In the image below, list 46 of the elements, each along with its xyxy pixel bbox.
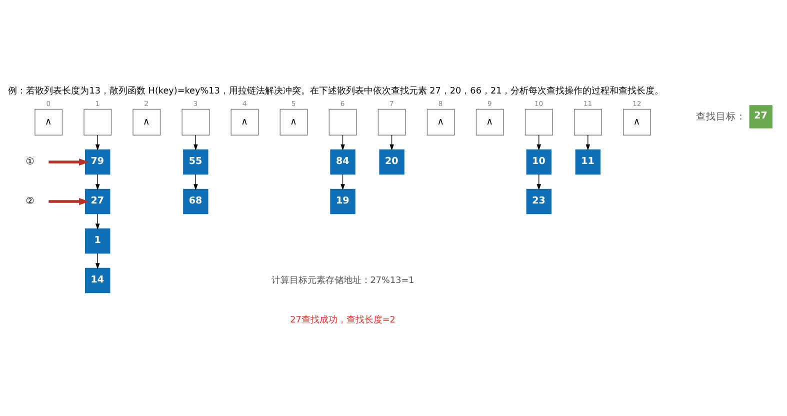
node-box: 23 bbox=[526, 188, 552, 214]
arrow bbox=[194, 174, 198, 190]
arrow bbox=[95, 174, 100, 190]
node-box: 79 bbox=[85, 149, 110, 175]
arrow bbox=[95, 134, 100, 151]
node-box bbox=[378, 108, 406, 136]
arrow bbox=[340, 134, 345, 151]
node-box: 55 bbox=[183, 149, 208, 175]
arrow bbox=[95, 253, 100, 270]
node-box: 11 bbox=[575, 149, 601, 175]
node-box: ∧ bbox=[230, 108, 259, 136]
node-box: 84 bbox=[330, 149, 356, 175]
node-box: 19 bbox=[330, 188, 356, 214]
arrow bbox=[194, 134, 198, 151]
node-box: ∧ bbox=[132, 108, 161, 136]
node-box: 14 bbox=[85, 268, 110, 294]
node-box bbox=[328, 108, 357, 136]
node-box bbox=[84, 108, 112, 136]
node-box: ∧ bbox=[622, 108, 651, 136]
label: 计算目标元素存储地址：27%13=1 bbox=[271, 276, 414, 286]
arrow bbox=[95, 214, 100, 230]
node-label: 查找目标： bbox=[696, 111, 746, 122]
label: 27查找成功，查找长度=2 bbox=[290, 315, 396, 326]
node-box: 20 bbox=[379, 149, 404, 175]
node-text: ① bbox=[26, 156, 34, 168]
node-box: ∧ bbox=[426, 108, 455, 136]
node-box: 27 bbox=[85, 188, 110, 214]
node-box: ∧ bbox=[280, 108, 308, 136]
arrow bbox=[48, 198, 90, 206]
arrow bbox=[340, 174, 345, 190]
arrow bbox=[536, 174, 542, 190]
node-text: ② bbox=[26, 196, 34, 208]
node-box: 68 bbox=[183, 188, 208, 214]
node-box bbox=[524, 108, 553, 136]
node-box: 10 bbox=[526, 149, 552, 175]
node-box: ∧ bbox=[476, 108, 504, 136]
arrow bbox=[536, 134, 542, 151]
arrow bbox=[48, 158, 90, 166]
diagram-title: 例：若散列表长度为13，散列函数 H(key)=key%13，用拉链法解决冲突。在下述散列表中依次查找元素 27，20，66，21，分析每次查找操作的过程和查找长度。 bbox=[8, 86, 664, 97]
node-box bbox=[574, 108, 602, 136]
arrow bbox=[390, 134, 394, 151]
arrow bbox=[586, 134, 590, 151]
node-box: ∧ bbox=[34, 108, 63, 136]
node-box: 1 bbox=[85, 228, 110, 254]
node-box bbox=[182, 108, 210, 136]
node-box: 27 bbox=[749, 105, 772, 128]
